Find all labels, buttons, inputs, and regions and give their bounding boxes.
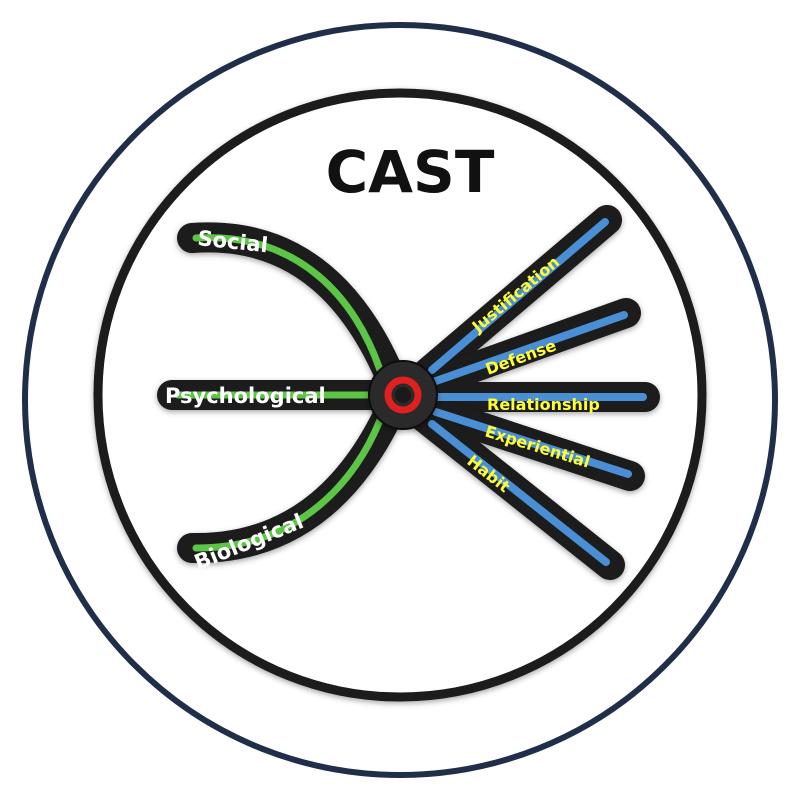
defense-branch-line xyxy=(432,311,628,385)
habit-branch-line xyxy=(428,420,610,566)
hub-red-ring xyxy=(384,376,422,414)
social-branch-line xyxy=(192,234,384,374)
central-hub xyxy=(368,360,438,430)
hub-center xyxy=(395,387,411,403)
psychological-label: Psychological xyxy=(165,384,326,408)
left-branch-lines xyxy=(174,234,384,552)
experiential-branch-line xyxy=(432,408,632,478)
right-branch-lines xyxy=(428,218,647,566)
diagram-title: CAST xyxy=(326,138,495,206)
biological-branch-line xyxy=(192,416,384,552)
justification-branch-line xyxy=(428,218,609,374)
relationship-label: Relationship xyxy=(487,395,600,414)
